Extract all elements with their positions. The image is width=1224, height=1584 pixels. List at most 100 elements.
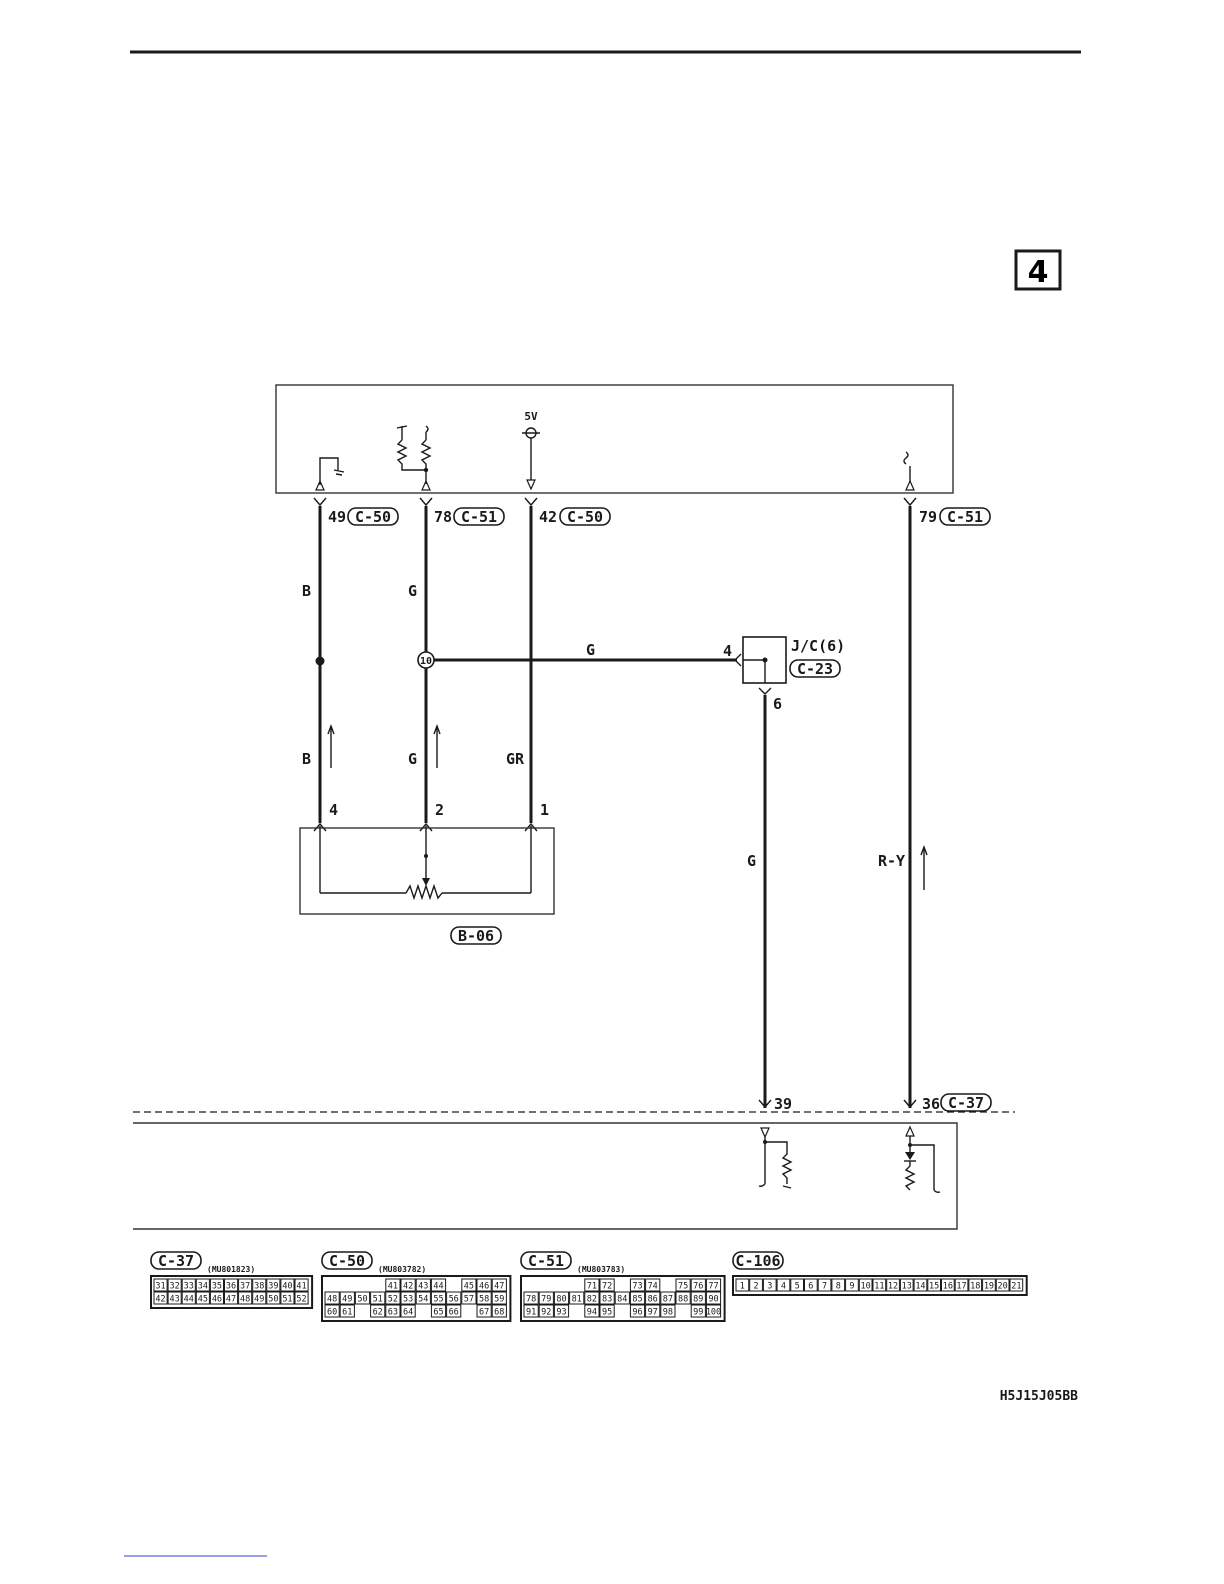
connector-view-cell [491, 1291, 507, 1305]
connector-view-pin: 35 [212, 1282, 222, 1292]
internal-ground-49 [315, 457, 345, 491]
connector-view-pin: 86 [648, 1295, 658, 1305]
connector-view-pin: 17 [956, 1282, 966, 1292]
ecu-pin-labels: 49 C-50 78 C-51 42 C-50 79 C-51 [328, 507, 991, 526]
connector-view-cell [968, 1278, 983, 1292]
connector-view-cell [954, 1278, 969, 1292]
connector-view-cell [354, 1291, 371, 1305]
ecu-conn-79: C-51 [947, 508, 983, 526]
connector-view-cell [415, 1278, 431, 1292]
connector-view-pin: 6 [808, 1282, 813, 1292]
connector-view-cell [476, 1291, 492, 1305]
connector-view-pin: 42 [155, 1295, 165, 1305]
connector-view-pin: 9 [849, 1282, 854, 1292]
ecu-conn-42: C-50 [567, 508, 603, 526]
ecu-pin-49: 49 [328, 508, 346, 526]
connector-view-name-oval [732, 1251, 784, 1270]
connector-view-pin: 40 [282, 1282, 292, 1292]
wire-color-78-lower: G [408, 750, 417, 768]
connector-view-pin: 66 [449, 1308, 459, 1318]
connector-view-pin: 14 [915, 1282, 925, 1292]
connector-view-part: (MU803783) [577, 1265, 625, 1274]
connector-view-cell [599, 1278, 615, 1292]
connector-view-cell [523, 1291, 539, 1305]
connector-view-pin: 55 [433, 1295, 443, 1305]
connector-view-cell [705, 1291, 722, 1305]
connector-view-pin: 62 [373, 1308, 383, 1318]
connector-view-cell [430, 1278, 447, 1292]
connector-view-pin: 99 [693, 1308, 703, 1318]
connector-view-pin: 34 [198, 1282, 208, 1292]
connector-view-cell [675, 1278, 691, 1292]
connector-view-pin: 5 [795, 1282, 800, 1292]
connector-view-pin: 56 [449, 1295, 459, 1305]
lower-module: 39 36 C-37 [133, 1093, 1015, 1230]
connector-view-pin: 18 [970, 1282, 980, 1292]
connector-view-cell [817, 1278, 832, 1292]
ecu-conn-78: C-51 [461, 508, 497, 526]
connector-view-cell [252, 1291, 267, 1305]
connector-view-pin: 42 [403, 1282, 413, 1292]
connector-view-pin: 37 [240, 1282, 250, 1292]
connector-view-pin: 63 [388, 1308, 398, 1318]
connector-view-name-oval [150, 1251, 202, 1270]
connector-view-cell [762, 1278, 777, 1292]
connector-view-pin: 45 [464, 1282, 474, 1292]
page-tag: 4 [1014, 249, 1062, 291]
connector-view-cell [280, 1291, 295, 1305]
connector-view-cell [461, 1291, 477, 1305]
connector-view-pin: 100 [706, 1308, 721, 1318]
wire-color-49-upper: B [302, 582, 311, 600]
connector-view-pin: 79 [541, 1295, 551, 1305]
connector-view-cell [645, 1291, 661, 1305]
connector-view-pin: 68 [494, 1308, 504, 1318]
page-tag-text: 4 [1028, 255, 1049, 290]
sensor-connector: B-06 [458, 927, 494, 945]
connector-view-pin: 67 [479, 1308, 489, 1318]
connector-view-pin: 82 [587, 1295, 597, 1305]
connector-view-pin: 94 [587, 1308, 597, 1318]
upper-module-box [275, 384, 954, 494]
connector-view-pin: 48 [327, 1295, 337, 1305]
figure-code: H5J15J05BB [1000, 1389, 1078, 1404]
connector-view-cell [872, 1278, 887, 1292]
connector-view-cell [209, 1278, 224, 1292]
connector-view-cell [400, 1291, 416, 1305]
sensor-pin-4: 4 [329, 801, 338, 819]
connector-view-cell [614, 1291, 630, 1305]
connector-view-cell [280, 1278, 295, 1292]
connector-view-pin: 51 [282, 1295, 292, 1305]
connector-view-cell [430, 1304, 447, 1318]
lower-pin-39: 39 [774, 1095, 792, 1113]
sensor-pin-2: 2 [435, 801, 444, 819]
connector-view-pin: 31 [155, 1282, 165, 1292]
connector-view-cell [400, 1304, 416, 1318]
connector-view-cell [660, 1291, 676, 1305]
connector-view-cell [415, 1291, 431, 1305]
connector-view-cell [370, 1291, 386, 1305]
jc-name: J/C(6) [791, 637, 845, 655]
ecu-pin-78: 78 [434, 508, 452, 526]
connector-view-cell [167, 1278, 182, 1292]
connector-view-cell [385, 1304, 401, 1318]
ecu-pin-ends [313, 497, 917, 507]
wire-color-78-upper: G [408, 582, 417, 600]
connector-view-pin: 97 [648, 1308, 658, 1318]
connector-view-pin: 47 [494, 1282, 504, 1292]
connector-view-cell [294, 1278, 309, 1292]
connector-view-cell [266, 1278, 281, 1292]
connector-view-pin: 2 [753, 1282, 758, 1292]
connector-view-pin: 50 [357, 1295, 367, 1305]
connector-view-pin: 41 [388, 1282, 398, 1292]
connector-view-cell [804, 1278, 818, 1292]
connector-view-pin: 20 [998, 1282, 1008, 1292]
connector-view-cell [553, 1291, 570, 1305]
wire-color-79: R-Y [878, 852, 905, 870]
connector-view-cell [982, 1278, 996, 1292]
connector-view-cell [675, 1291, 691, 1305]
connector-view-cell [705, 1304, 722, 1318]
connector-view-cell [476, 1278, 492, 1292]
connector-view-pin: 95 [602, 1308, 612, 1318]
wires [318, 506, 912, 1108]
